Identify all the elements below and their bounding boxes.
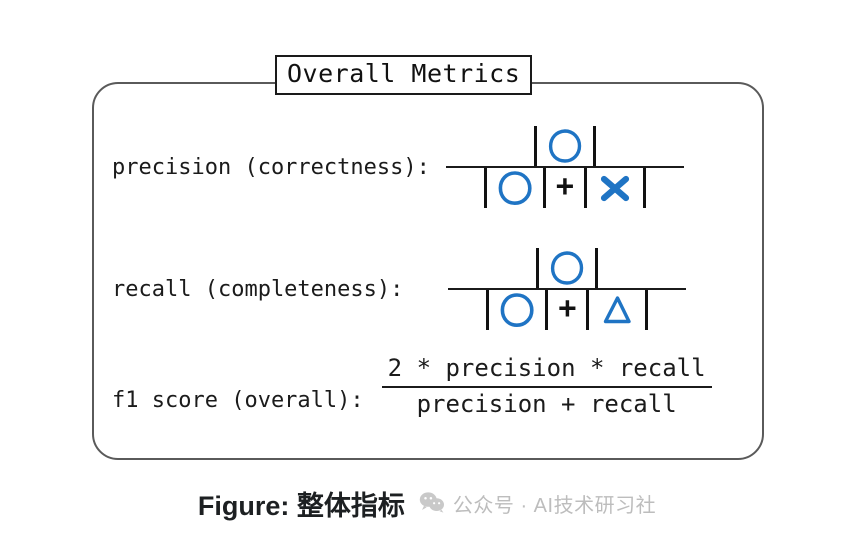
f1-numerator-text: 2 * precision * recall bbox=[387, 354, 706, 382]
formula-f1: 2 * precision * recall precision + recal… bbox=[381, 352, 712, 422]
blue-triangle-icon bbox=[598, 290, 636, 330]
pipe-icon bbox=[583, 168, 587, 208]
watermark: 公众号 · AI技术研习社 bbox=[419, 489, 656, 518]
blue-circle-icon bbox=[548, 248, 586, 288]
pipe-icon bbox=[533, 126, 537, 166]
wechat-icon bbox=[419, 491, 445, 517]
metric-label-f1: f1 score (overall): bbox=[112, 387, 364, 413]
caption-text: Figure: 整体指标 bbox=[197, 491, 405, 521]
pipe-icon bbox=[536, 248, 540, 288]
precision-numerator bbox=[527, 126, 603, 166]
precision-denominator: + bbox=[477, 168, 653, 208]
pipe-icon bbox=[486, 290, 490, 330]
metrics-card bbox=[92, 82, 764, 460]
metric-label-precision: precision (correctness): bbox=[112, 154, 430, 180]
blue-circle-icon bbox=[496, 168, 534, 208]
blue-cross-icon bbox=[596, 168, 634, 208]
f1-denominator: precision + recall bbox=[411, 388, 683, 422]
fraction-bar bbox=[448, 288, 687, 290]
plus-sign: + bbox=[558, 291, 577, 326]
fraction-bar bbox=[445, 166, 684, 168]
formula-precision: + bbox=[445, 126, 684, 208]
blue-circle-icon bbox=[546, 126, 584, 166]
f1-numerator: 2 * precision * recall bbox=[382, 352, 712, 386]
pipe-icon bbox=[545, 290, 549, 330]
metric-row-recall: recall (completeness): bbox=[112, 248, 752, 330]
watermark-text: 公众号 · AI技术研习社 bbox=[452, 495, 657, 517]
recall-denominator: + bbox=[479, 290, 655, 330]
metric-row-precision: precision (correctness): bbox=[112, 126, 752, 208]
pipe-icon bbox=[642, 168, 646, 208]
recall-numerator bbox=[529, 248, 605, 288]
fraction-bar bbox=[381, 386, 712, 388]
pipe-icon bbox=[483, 168, 487, 208]
card-title: Overall Metrics bbox=[275, 55, 533, 96]
pipe-icon bbox=[542, 168, 546, 208]
f1-denominator-text: precision + recall bbox=[416, 390, 677, 418]
plus-sign: + bbox=[555, 169, 574, 204]
metric-row-f1: f1 score (overall): 2 * precision * reca… bbox=[112, 352, 772, 422]
pipe-icon bbox=[595, 248, 599, 288]
metric-label-recall: recall (completeness): bbox=[112, 276, 404, 302]
figure-caption: Figure: 整体指标 公众号 · AI技术研习社 bbox=[0, 484, 854, 523]
formula-recall: + bbox=[448, 248, 687, 330]
blue-circle-icon bbox=[498, 290, 536, 330]
pipe-icon bbox=[586, 290, 590, 330]
pipe-icon bbox=[645, 290, 649, 330]
pipe-icon bbox=[592, 126, 596, 166]
